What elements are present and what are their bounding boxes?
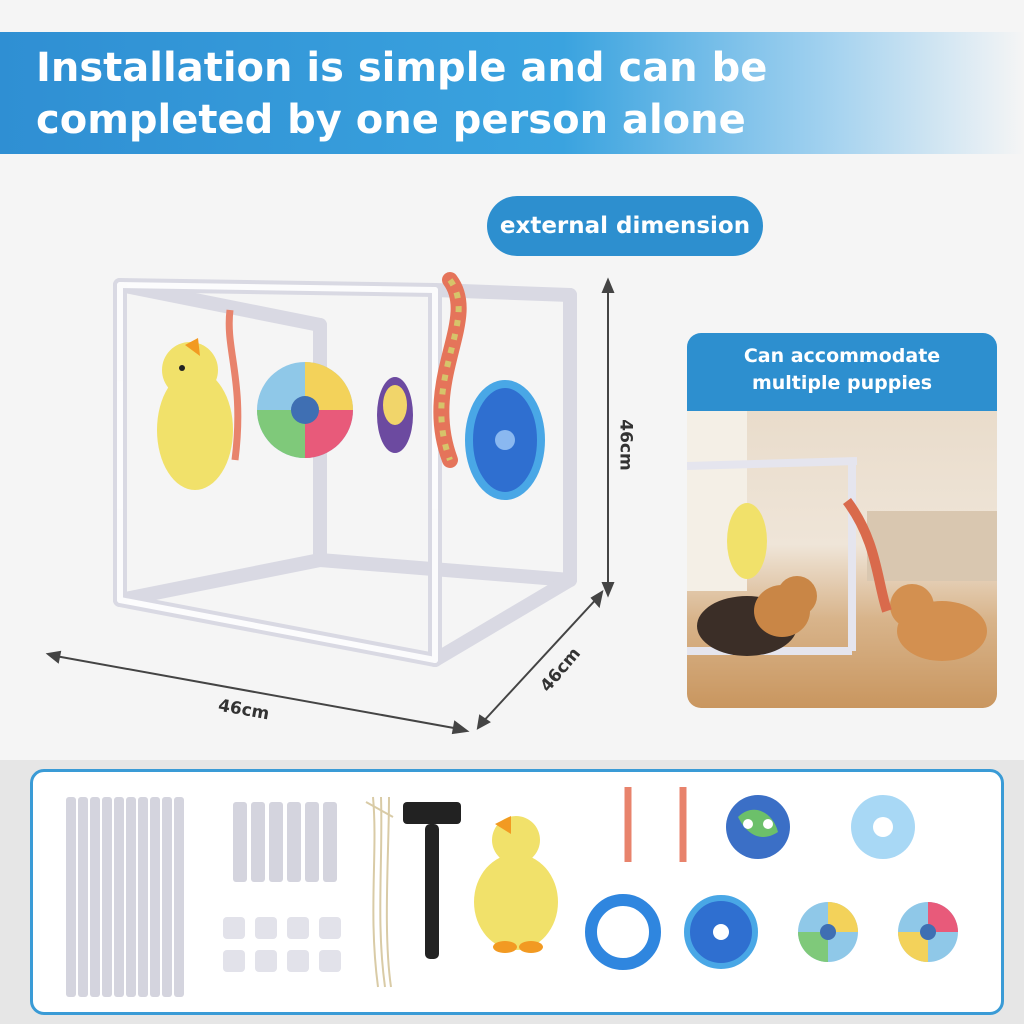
connectors-icon — [223, 917, 341, 972]
duck-toy-icon — [474, 816, 558, 953]
long-pipes-icon — [66, 797, 184, 997]
puppies-card: Can accommodate multiple puppies — [687, 333, 997, 708]
card-title-line1: Can accommodate — [743, 345, 941, 367]
card-header: Can accommodate multiple puppies — [687, 333, 997, 411]
strings-icon — [365, 796, 394, 988]
earth-ball-icon — [726, 795, 790, 859]
photo-scene — [687, 411, 997, 661]
hanging-frisbee-toy — [465, 380, 545, 500]
donut-toy-icon — [851, 795, 915, 859]
package-contents — [66, 787, 958, 997]
hanging-ball-toy — [257, 362, 353, 458]
header-banner: Installation is simple and can be comple… — [0, 32, 1024, 154]
mallet-icon — [403, 802, 461, 959]
height-label: 46cm — [615, 419, 636, 471]
dimension-lines — [45, 277, 615, 735]
hanging-small-toy — [377, 377, 413, 453]
package-contents-panel — [30, 769, 1004, 1015]
frame-illustration — [45, 272, 615, 735]
card-title-line2: multiple puppies — [751, 372, 933, 394]
puppies-photo — [687, 411, 997, 708]
ring-toy-icon — [585, 894, 661, 970]
external-dimension-pill: external dimension — [487, 196, 763, 256]
rope-toys-icon — [624, 787, 687, 862]
hanging-rope-toy — [225, 309, 242, 461]
frisbee-toy-icon — [684, 895, 758, 969]
colorful-ball-icon-1 — [798, 902, 858, 962]
page-title: Installation is simple and can be comple… — [36, 45, 768, 143]
hanging-duck-toy — [157, 338, 233, 490]
short-pipes-icon — [233, 802, 337, 882]
colorful-ball-icon-2 — [898, 902, 958, 962]
